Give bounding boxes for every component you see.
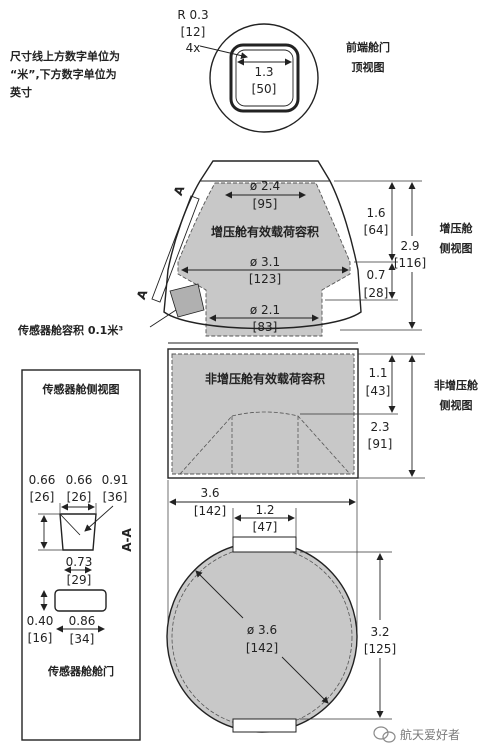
sensor-section-diagonal [59,513,81,536]
port-width-in: [47] [253,520,278,534]
sensor-bay-volume-label: 传感器舱容积 0.1米³ [17,323,123,337]
upper-height-m: 1.6 [366,206,385,220]
sensor-left-width-in: [26] [30,490,55,504]
max-diameter-in: [123] [249,272,281,286]
top-diameter-in: [95] [253,197,278,211]
units-note: 尺寸线上方数字单位为 “米”,下方数字单位为 英寸 [9,49,120,99]
units-note-line-3: 英寸 [9,85,32,99]
port-span-m: 3.2 [370,625,389,639]
upper-height-in: [64] [364,223,389,237]
hatch-width-in: [50] [252,82,277,96]
watermark-text: 航天爱好者 [400,727,460,742]
door-height-m: 0.40 [27,614,54,628]
section-mark-bottom: A [134,287,151,301]
lower-height-m: 0.7 [366,268,385,282]
door-width-in: [34] [70,632,95,646]
sensor-bay-door-shape [54,589,107,612]
front-hatch-circle [209,23,319,133]
port-span-in: [125] [364,642,396,656]
bottom-diameter-dim-line-a [195,570,244,619]
sensor-bay-title: 传感器舱侧视图 [42,382,120,396]
wechat-icon [373,726,396,743]
sensor-diag-leader [84,505,114,532]
trunk-bottom-circle [166,541,358,733]
section-mark-top: A [171,183,188,197]
outer-diameter-in: [142] [194,504,226,518]
front-hatch-top-view: R 0.3 [12] 4x 1.3 [50] 前端舱门 顶视图 [177,8,390,133]
watermark: 航天爱好者 [373,726,460,743]
sensor-bay-box-frame [21,369,141,741]
top-diameter-m: ø 2.4 [250,179,280,193]
unpressurized-volume-label: 非增压舱有效载荷容积 [205,371,325,386]
units-note-line-2: “米”,下方数字单位为 [10,67,117,81]
bottom-view-diameter-in: [142] [246,641,278,655]
pressurized-volume-label: 增压舱有效载荷容积 [211,224,319,239]
bottom-diameter-in: [83] [253,320,278,334]
bottom-view-diameter-m: ø 3.6 [247,623,277,637]
pressurized-title-2: 侧视图 [440,241,473,255]
corner-radius-in: [12] [181,25,206,39]
door-width-m: 0.86 [69,614,96,628]
sensor-mid-width-in: [26] [67,490,92,504]
trunk-inner-cone [179,411,351,475]
door-height-in: [16] [28,631,53,645]
hatch-frame-outer [229,43,300,113]
capsule-outline [163,160,362,330]
port-width-m: 1.2 [255,503,274,517]
pressurized-title-1: 增压舱 [440,221,474,235]
section-a-a-label: A-A [120,528,134,552]
corner-count: 4x [186,41,201,55]
sensor-diag-width-m: 0.91 [102,473,129,487]
trunk-outline [167,348,359,479]
trunk-total-height-in: [91] [368,437,393,451]
sensor-left-width-m: 0.66 [29,473,56,487]
units-note-line-1: 尺寸线上方数字单位为 [10,49,120,63]
unpressurized-title-2: 侧视图 [440,398,473,412]
sensor-bottom-width-m: 0.73 [66,555,93,569]
total-height-in: [116] [394,256,426,270]
unpressurized-title-1: 非增压舱 [434,378,479,392]
outer-diameter-m: 3.6 [200,486,219,500]
front-hatch-title-2: 顶视图 [352,60,385,74]
corner-radius-leader [199,45,248,60]
lower-height-in: [28] [364,286,389,300]
sensor-bay-door-title: 传感器舱舱门 [47,664,114,678]
top-port [232,536,297,553]
section-a-a-cut-line [151,195,200,303]
pressurized-payload-volume [177,182,351,337]
sensor-bay-shape [169,283,205,318]
max-diameter-m: ø 3.1 [250,255,280,269]
hatch-width-m: 1.3 [254,65,273,79]
sensor-bay-section-shape [59,513,97,551]
hatch-frame-inner [235,49,294,107]
total-height-m: 2.9 [400,239,419,253]
trunk-bottom-view: 3.6 [142] 1.2 [47] ø 3.6 [142] 3.2 [125] [166,480,396,733]
pressurized-side-view: A A ø 2.4 [95] 增压舱有效载荷容积 ø 3.1 [123] ø 2… [134,160,474,337]
trunk-upper-height-m: 1.1 [368,366,387,380]
sensor-mid-width-m: 0.66 [66,473,93,487]
bottom-diameter-m: ø 2.1 [250,303,280,317]
sensor-bay-detail-box: 传感器舱侧视图 0.66 [26] 0.66 [26] 0.91 [36] 0.… [21,369,141,741]
corner-radius-m: R 0.3 [177,8,208,22]
bottom-diameter-dim-line-b [281,656,329,704]
sensor-bay-volume-leader [149,309,177,328]
trunk-total-height-m: 2.3 [370,420,389,434]
sensor-diag-width-in: [36] [103,490,128,504]
unpressurized-side-view: 非增压舱有效载荷容积 1.1 [43] 2.3 [91] 非增压舱 侧视图 [167,342,479,479]
bottom-port [232,718,297,733]
front-hatch-title-1: 前端舱门 [346,40,390,54]
sensor-bottom-width-in: [29] [67,573,92,587]
trunk-upper-height-in: [43] [366,384,391,398]
